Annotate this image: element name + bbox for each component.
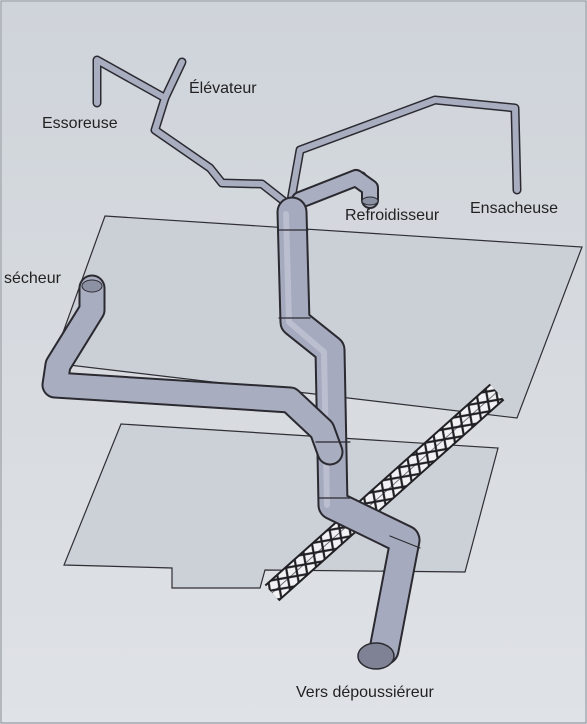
label-refroidisseur: Refroidisseur: [345, 207, 440, 224]
label-ensacheuse: Ensacheuse: [470, 200, 559, 217]
pipe-ends: [81, 196, 379, 293]
label-essoreuse: Essoreuse: [42, 115, 118, 132]
upper-pipe-network: [92, 55, 522, 211]
main-duct: [41, 196, 421, 670]
label-elevateur: Élévateur: [189, 80, 257, 97]
outlet-cap: [357, 642, 395, 670]
label-vers-depoussiereur: Vers dépoussiéreur: [296, 684, 434, 701]
label-secheur: sécheur: [4, 270, 61, 287]
upper-floor-plate: [51, 215, 583, 419]
screw-conveyor: [264, 383, 505, 602]
